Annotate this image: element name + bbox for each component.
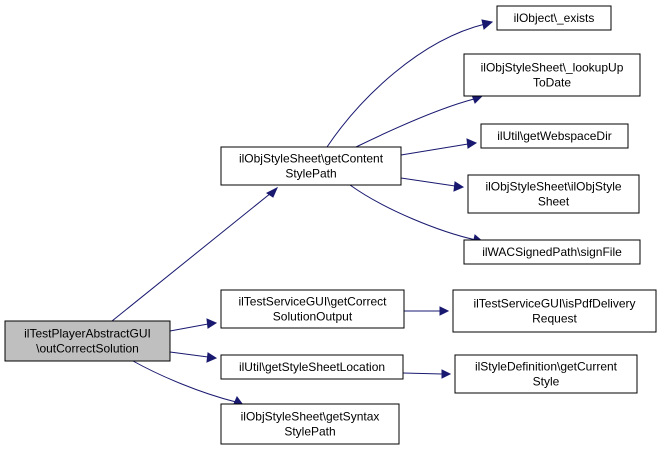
node-box	[480, 123, 629, 149]
nodes-layer: ilTestPlayerAbstractGUI\outCorrectSoluti…	[4, 5, 657, 445]
node-label: ilObjStyleSheet\getContent	[239, 152, 384, 166]
edge-root-to-getStyleSheetLocation	[169, 351, 218, 363]
edge-getContentStylePath-to-ilObjStyleSheet	[400, 177, 465, 192]
node-getStyleSheetLocation[interactable]: ilUtil\getStyleSheetLocation	[220, 354, 404, 380]
node-box	[454, 354, 638, 394]
arrow-head-icon	[439, 306, 450, 316]
node-label: Style	[533, 375, 560, 389]
node-label: ToDate	[533, 76, 571, 90]
arrow-head-icon	[453, 181, 465, 192]
node-label: \outCorrectSolution	[36, 342, 139, 356]
edge-getContentStylePath-to-getWebspaceDir	[400, 138, 478, 156]
node-label: ilObjStyleSheet\getSyntax	[241, 410, 380, 424]
edge-line	[400, 143, 469, 156]
arrow-head-icon	[266, 186, 279, 198]
node-label: ilUtil\getWebspaceDir	[497, 129, 612, 143]
node-root[interactable]: ilTestPlayerAbstractGUI\outCorrectSoluti…	[4, 320, 171, 362]
edge-line	[349, 184, 477, 241]
edge-getContentStylePath-to-lookupUpToDate	[355, 94, 484, 148]
edge-line	[132, 360, 237, 403]
node-label: ilObjStyleSheet\ilObjStyle	[485, 180, 621, 194]
edge-line	[402, 372, 443, 375]
node-box	[463, 239, 641, 265]
edge-line	[169, 351, 209, 358]
node-signFile[interactable]: ilWACSignedPath\signFile	[463, 239, 641, 265]
node-label: StylePath	[285, 167, 336, 181]
node-getWebspaceDir[interactable]: ilUtil\getWebspaceDir	[480, 123, 629, 149]
arrow-head-icon	[441, 369, 452, 379]
node-label: ilTestServiceGUI\isPdfDelivery	[473, 297, 635, 311]
node-box	[220, 354, 404, 380]
node-label: ilUtil\getStyleSheetLocation	[239, 360, 385, 374]
node-label: ilStyleDefinition\getCurrent	[475, 360, 618, 374]
node-box	[4, 320, 171, 362]
edge-line	[111, 192, 272, 322]
edge-getStyleSheetLocation-to-getCurrentStyle	[402, 369, 452, 379]
edge-line	[400, 177, 456, 187]
edge-line	[169, 323, 209, 332]
arrow-head-icon	[206, 352, 218, 363]
edge-getCorrectSolutionOutput-to-isPdfDeliveryRequest	[404, 306, 450, 316]
arrow-head-icon	[481, 19, 494, 30]
node-exists[interactable]: ilObject\_exists	[496, 5, 612, 31]
node-box	[452, 289, 657, 333]
arrow-head-icon	[466, 138, 478, 149]
edge-getContentStylePath-to-exists	[326, 19, 494, 148]
node-label: ilTestPlayerAbstractGUI	[24, 327, 151, 341]
node-label: ilObject\_exists	[514, 11, 595, 25]
arrow-head-icon	[206, 318, 218, 329]
node-getCorrectSolutionOutput[interactable]: ilTestServiceGUI\getCorrectSolutionOutpu…	[220, 289, 405, 329]
node-box	[220, 146, 402, 186]
node-box	[220, 289, 405, 329]
edge-root-to-getCorrectSolutionOutput	[169, 318, 218, 332]
edge-line	[326, 23, 486, 148]
node-box	[463, 53, 641, 97]
node-label: ilTestServiceGUI\getCorrect	[238, 295, 387, 309]
edge-getContentStylePath-to-signFile	[349, 184, 485, 245]
node-label: ilWACSignedPath\signFile	[482, 245, 622, 259]
node-label: ilObjStyleSheet\_lookupUp	[481, 61, 624, 75]
edge-root-to-getContentStylePath	[111, 186, 279, 322]
node-label: StylePath	[284, 425, 335, 439]
node-box	[220, 403, 400, 445]
node-ilObjStyleSheet[interactable]: ilObjStyleSheet\ilObjStyleSheet	[467, 174, 640, 214]
node-box	[496, 5, 612, 31]
node-label: SolutionOutput	[273, 310, 353, 324]
node-label: Sheet	[538, 195, 570, 209]
node-label: Request	[532, 312, 577, 326]
edge-line	[355, 98, 475, 148]
node-box	[467, 174, 640, 214]
